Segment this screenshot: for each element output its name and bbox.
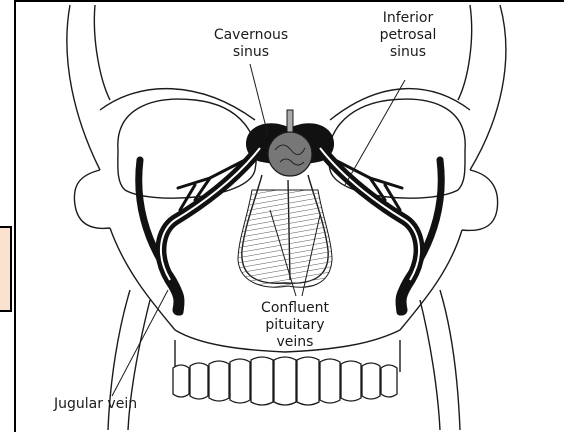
pituitary-stalk	[287, 110, 293, 132]
label-confluent-line2: pituitary	[254, 317, 336, 334]
pituitary-gland	[268, 132, 312, 176]
label-cavernous-line1: Cavernous	[206, 27, 296, 44]
teeth	[173, 357, 397, 405]
label-inferior-line3: sinus	[370, 44, 446, 61]
label-cavernous-line2: sinus	[206, 44, 296, 61]
label-jugular-vein: Jugular vein	[54, 396, 154, 413]
label-inferior-line2: petrosal	[370, 27, 446, 44]
label-cavernous-sinus: Cavernous sinus	[206, 27, 296, 61]
label-inferior-line1: Inferior	[370, 10, 446, 27]
label-confluent-pituitary-veins: Confluent pituitary veins	[254, 300, 336, 351]
label-confluent-line3: veins	[254, 334, 336, 351]
pituitary-region	[238, 190, 332, 287]
label-inferior-petrosal-sinus: Inferior petrosal sinus	[370, 10, 446, 61]
label-confluent-line1: Confluent	[254, 300, 336, 317]
